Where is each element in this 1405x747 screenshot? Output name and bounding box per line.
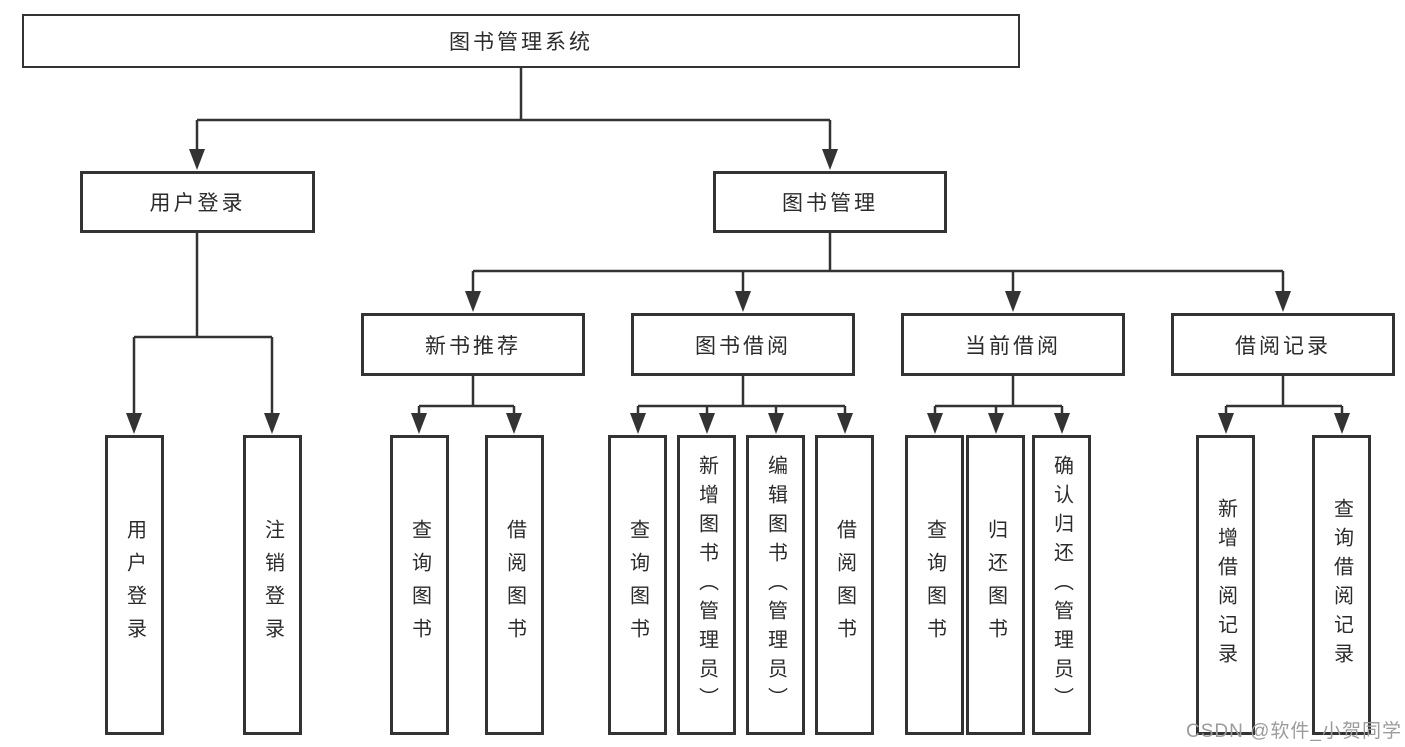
leaf-query-books-borrowing: 查询图书 (608, 435, 667, 735)
leaf-confirm-return-admin: 确认归还（管理员） (1032, 435, 1091, 735)
node-label: 新增图书（管理员） (695, 454, 718, 716)
node-label: 图书管理系统 (449, 31, 593, 54)
node-label: 编辑图书（管理员） (764, 454, 787, 716)
node-library-management-system: 图书管理系统 (22, 14, 1020, 68)
node-book-management: 图书管理 (713, 171, 947, 233)
node-label: 借阅图书 (833, 519, 856, 651)
node-current-borrowing: 当前借阅 (901, 313, 1125, 376)
node-borrowing-records: 借阅记录 (1171, 313, 1395, 376)
node-label: 新增借阅记录 (1214, 498, 1237, 672)
leaf-user-login: 用户登录 (105, 435, 164, 735)
node-label: 归还图书 (984, 519, 1007, 651)
node-label: 查询图书 (408, 519, 431, 651)
leaf-query-borrow-record: 查询借阅记录 (1312, 435, 1371, 735)
leaf-add-borrow-record: 新增借阅记录 (1196, 435, 1255, 735)
node-label: 用户登录 (149, 192, 246, 215)
leaf-logout: 注销登录 (243, 435, 302, 735)
leaf-borrow-books-borrowing: 借阅图书 (815, 435, 874, 735)
node-label: 借阅记录 (1235, 334, 1331, 358)
leaf-borrow-books-recommendation: 借阅图书 (485, 435, 544, 735)
node-label: 图书管理 (782, 192, 878, 215)
leaf-add-books-admin: 新增图书（管理员） (677, 435, 736, 735)
node-label: 图书借阅 (695, 334, 791, 358)
node-user-login: 用户登录 (80, 171, 315, 233)
node-label: 查询借阅记录 (1330, 498, 1353, 672)
node-label: 查询图书 (626, 519, 649, 651)
node-label: 用户登录 (123, 519, 146, 651)
node-new-book-recommendation: 新书推荐 (361, 313, 585, 376)
node-label: 借阅图书 (503, 519, 526, 651)
node-label: 注销登录 (261, 519, 284, 651)
leaf-edit-books-admin: 编辑图书（管理员） (746, 435, 805, 735)
arrowheads (126, 149, 1350, 434)
node-book-borrowing: 图书借阅 (631, 313, 855, 376)
node-label: 新书推荐 (425, 334, 521, 358)
watermark: CSDN @软件_小贺同学 (1186, 721, 1402, 742)
leaf-query-books-recommendation: 查询图书 (390, 435, 449, 735)
node-label: 确认归还（管理员） (1050, 454, 1073, 716)
node-label: 当前借阅 (965, 334, 1061, 358)
leaf-query-books-current: 查询图书 (905, 435, 964, 735)
node-label: 查询图书 (923, 519, 946, 651)
leaf-return-books: 归还图书 (966, 435, 1025, 735)
